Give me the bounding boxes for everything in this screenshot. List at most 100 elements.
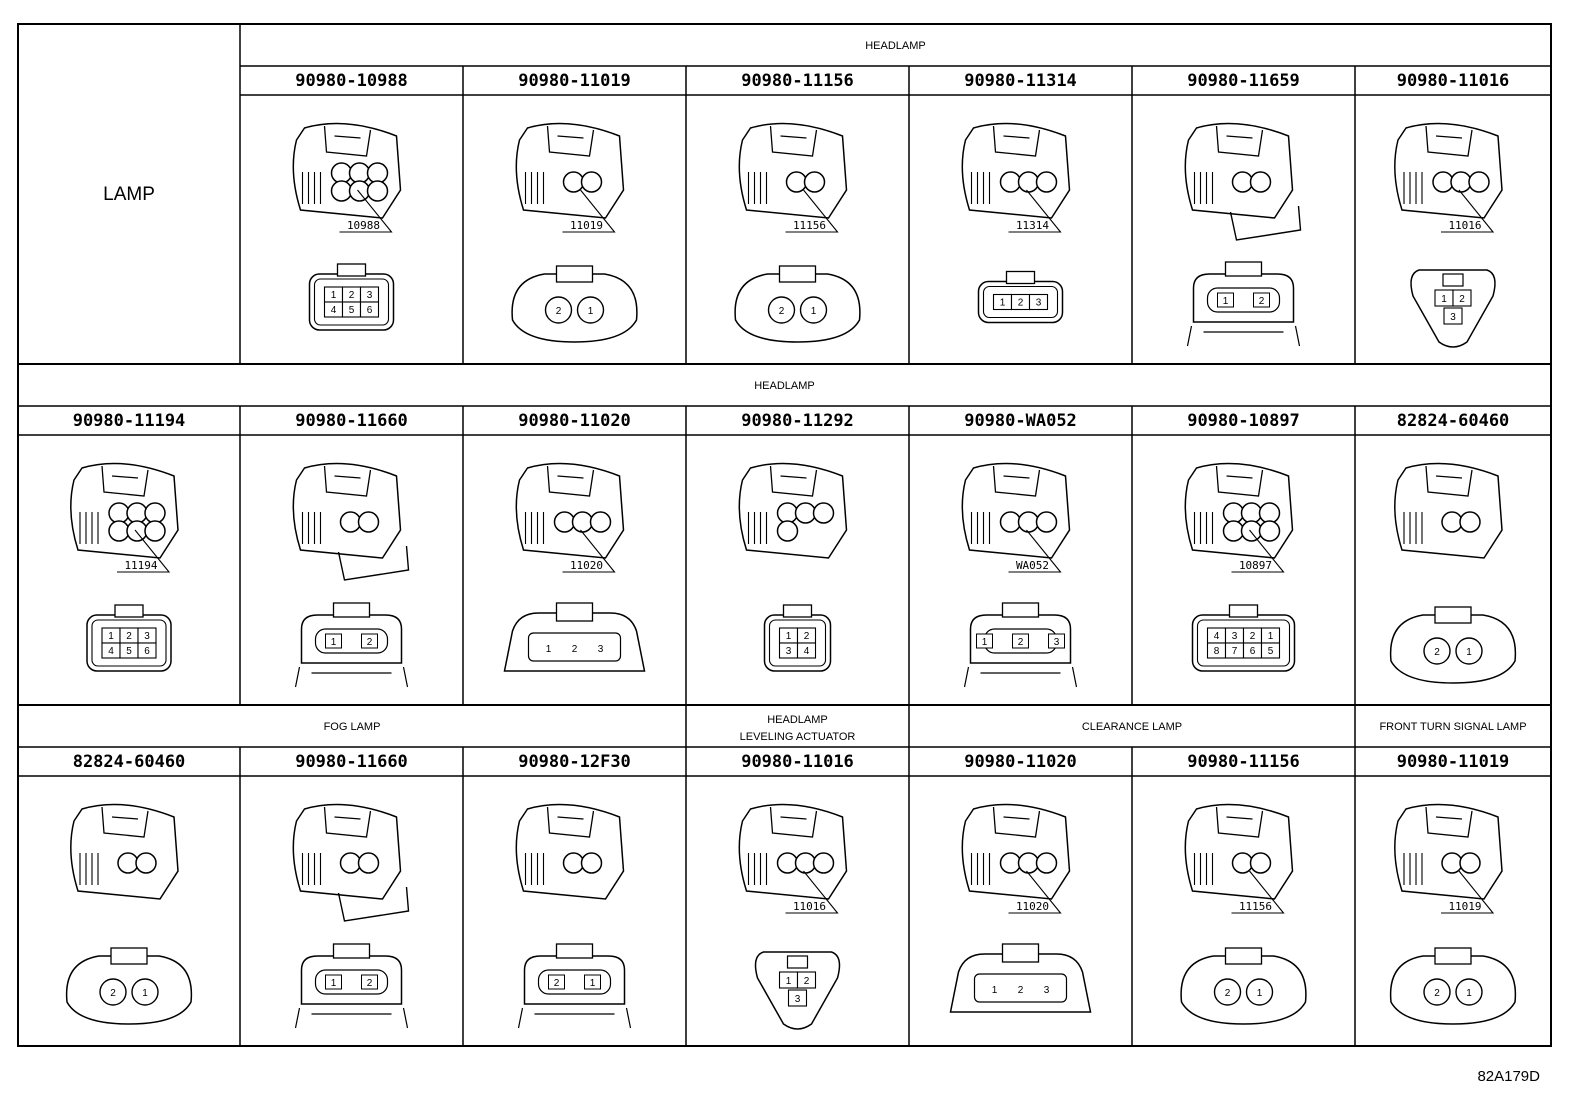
lock-tab — [769, 125, 818, 157]
terminal-cavity — [571, 511, 594, 533]
pin-number: 2 — [1459, 294, 1465, 305]
lock-tab-detail — [780, 816, 807, 820]
face-latch — [555, 265, 594, 283]
pin-number: 2 — [779, 306, 785, 317]
terminal-cavity — [999, 171, 1022, 193]
group-label: FRONT TURN SIGNAL LAMP — [1379, 721, 1526, 733]
face-latch — [1001, 602, 1040, 618]
leader-line — [117, 529, 171, 573]
terminal-cavity — [108, 520, 130, 542]
pin-number: 1 — [1000, 298, 1006, 309]
pin-number: 2 — [126, 631, 132, 642]
terminal-cavity — [339, 852, 362, 874]
lock-tab — [323, 125, 372, 157]
terminal-cavity — [999, 511, 1022, 533]
connector-label: 11019 — [570, 219, 603, 232]
pin-number: 3 — [1044, 985, 1050, 996]
lock-tab — [546, 465, 595, 497]
lock-tab — [323, 806, 372, 838]
housing-outline — [1184, 803, 1294, 900]
leader-line — [785, 189, 839, 233]
terminal-cavity — [1035, 852, 1058, 874]
lock-tab-detail — [111, 816, 139, 820]
pin-number: 2 — [1018, 985, 1024, 996]
terminal-cavity — [1249, 171, 1272, 193]
housing-outline — [1394, 803, 1503, 900]
terminal-cavity — [1035, 511, 1058, 533]
housing-outline — [738, 803, 848, 900]
pin-number: 7 — [1232, 646, 1238, 657]
part-number: 90980-11020 — [518, 411, 631, 431]
lock-tab — [1215, 806, 1264, 838]
terminal-cavity — [562, 852, 585, 874]
pin-number: 2 — [1225, 988, 1231, 999]
pin-number: 1 — [1441, 294, 1447, 305]
pin-number: 1 — [1257, 988, 1263, 999]
part-number: 90980-11016 — [741, 752, 854, 772]
pin-number: 2 — [349, 290, 355, 301]
housing-outline — [1394, 462, 1503, 559]
face-outline — [1389, 955, 1517, 1025]
face-latch — [1228, 604, 1259, 618]
pin-block — [973, 973, 1068, 1003]
face-outline — [511, 273, 638, 343]
leader-line — [1008, 870, 1062, 914]
pin-number: 2 — [1434, 647, 1440, 658]
part-number: 90980-11660 — [295, 752, 408, 772]
lock-tab — [769, 465, 818, 497]
pin-number: 3 — [1054, 637, 1060, 648]
housing-outline — [1184, 122, 1294, 219]
face-latch — [778, 265, 817, 283]
terminal-cavity — [1222, 520, 1245, 542]
terminal-cavity — [562, 171, 585, 193]
terminal-cavity — [1432, 171, 1454, 193]
terminal-cavity — [1240, 502, 1263, 524]
face-latch — [1434, 606, 1472, 624]
lock-tab-detail — [1226, 816, 1253, 820]
terminal-cavity — [812, 852, 835, 874]
face-latch — [1434, 947, 1472, 965]
face-latch — [332, 943, 371, 959]
pin-cell — [1443, 307, 1463, 325]
lock-tab-detail — [1435, 135, 1463, 139]
group-label: HEADLAMP — [865, 40, 926, 52]
terminal-cavity — [1258, 502, 1281, 524]
connector-label: 11156 — [793, 219, 826, 232]
terminal-cavity — [348, 162, 371, 184]
pin-number: 2 — [556, 306, 562, 317]
terminal-cavity — [1017, 852, 1040, 874]
pin-number: 1 — [546, 644, 552, 655]
pin-block — [314, 969, 389, 995]
connector-label: 11016 — [1448, 219, 1481, 232]
lock-tab — [1215, 465, 1264, 497]
connector-label: 11314 — [1016, 219, 1049, 232]
retainer-clip — [337, 545, 410, 581]
pin-cell — [1253, 292, 1270, 308]
pin-cell — [976, 633, 993, 649]
pin-cavity — [799, 296, 828, 324]
part-number: 90980-11659 — [1187, 71, 1300, 91]
pin-cavity — [1423, 637, 1451, 665]
lock-tab — [546, 806, 595, 838]
terminal-cavity — [1450, 171, 1472, 193]
terminal-cavity — [589, 511, 612, 533]
terminal-cavity — [366, 162, 389, 184]
terminal-cavity — [1017, 511, 1040, 533]
face-inner-outline — [982, 285, 1059, 319]
pin-number: 6 — [1250, 646, 1256, 657]
face-latch — [332, 602, 371, 618]
pin-number: 1 — [786, 631, 792, 642]
figure-code: 82A179D — [1477, 1068, 1540, 1085]
pin-cavity — [576, 296, 605, 324]
pin-block — [527, 632, 622, 662]
leader-line — [562, 189, 616, 233]
